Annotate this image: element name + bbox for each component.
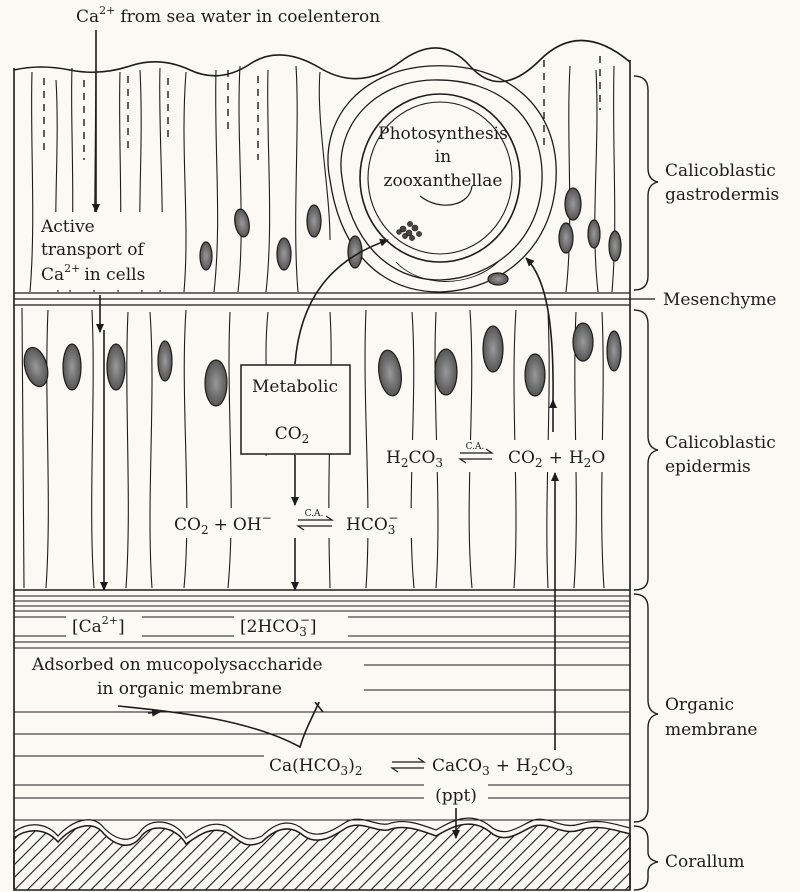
- organic-membrane-label-2: membrane: [665, 720, 757, 740]
- ppt-label: (ppt): [435, 786, 477, 806]
- active-transport-line-3: Ca2+in cells: [41, 262, 145, 285]
- top-ca-label: Ca2+from sea water in coelenteron: [76, 4, 380, 27]
- corallum-layer: [14, 818, 630, 890]
- epidermis-label-1: Calicoblastic: [665, 433, 776, 453]
- side-brackets: [634, 76, 658, 890]
- right-reaction-lhs: H2CO3: [386, 448, 443, 470]
- membrane-reaction-rhs: CaCO3+H2CO3: [432, 756, 573, 778]
- mesenchyme-label: Mesenchyme: [663, 290, 776, 310]
- photosynthesis-line-1: Photosynthesis: [378, 124, 508, 144]
- adsorbed-line-2: in organic membrane: [97, 679, 282, 699]
- corallum-label: Corallum: [665, 852, 744, 872]
- membrane-reaction-lhs: Ca(HCO3)2: [269, 756, 362, 778]
- epidermis-label-2: epidermis: [665, 457, 751, 477]
- photosynthesis-line-2: in: [435, 147, 451, 167]
- active-transport-line-1: Active: [40, 217, 95, 237]
- side-labels: Calicoblastic gastrodermis Mesenchyme Ca…: [663, 161, 779, 872]
- epidermis-ca-label: C.A.: [305, 509, 324, 519]
- gastrodermis-label-2: gastrodermis: [665, 185, 779, 205]
- metabolic-label: Metabolic: [252, 377, 338, 397]
- bracket-hco3-label: [2HCO3−]: [240, 613, 317, 639]
- metabolic-co2-box: Metabolic CO2: [241, 365, 350, 454]
- co2-to-zooxanthellae-arrow: [295, 240, 388, 364]
- active-transport-line-2: transport of: [41, 240, 145, 260]
- right-reaction-rhs: CO2+H2O: [508, 448, 605, 470]
- right-ca-label: C.A.: [466, 442, 485, 452]
- adsorbed-arrowhead: [148, 712, 160, 713]
- epidermis-reaction-lhs: CO2+OH−: [174, 511, 272, 537]
- adsorbed-line-1: Adsorbed on mucopolysaccharide: [31, 655, 323, 675]
- epidermis-reaction-rhs: HCO3−: [346, 511, 398, 537]
- mesenchyme-layer: [14, 293, 655, 305]
- photosynthesis-line-3: zooxanthellae: [383, 171, 502, 191]
- adsorbed-curve: [118, 700, 320, 747]
- chloroplast-granules: [397, 221, 422, 240]
- gastrodermis-label-1: Calicoblastic: [665, 161, 776, 181]
- photosynthesis-label: Photosynthesis in zooxanthellae: [378, 124, 508, 191]
- organic-membrane-label-1: Organic: [665, 695, 734, 715]
